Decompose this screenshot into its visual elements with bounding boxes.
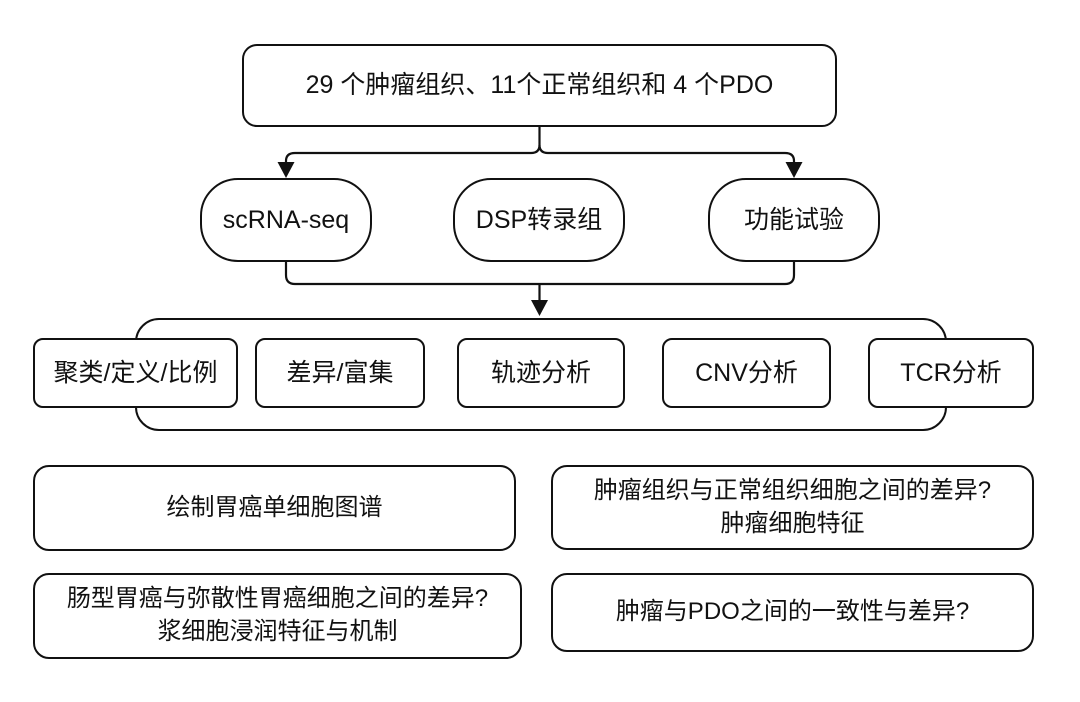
arrowhead-right-icon — [785, 162, 803, 178]
analysis-label: 差异/富集 — [286, 358, 394, 387]
method-label: scRNA-seq — [222, 205, 350, 234]
node-question-tumor-vs-normal: 肿瘤组织与正常组织细胞之间的差异? 肿瘤细胞特征 — [551, 465, 1034, 550]
node-analysis-trajectory: 轨迹分析 — [457, 338, 625, 408]
question-line: 浆细胞浸润特征与机制 — [157, 618, 398, 645]
node-method-scrna-seq: scRNA-seq — [200, 178, 372, 262]
node-analysis-clustering-definition-proportion: 聚类/定义/比例 — [33, 338, 238, 408]
node-question-gastric-cancer-atlas: 绘制胃癌单细胞图谱 — [33, 465, 516, 551]
sample-summary-label: 29 个肿瘤组织、11个正常组织和 4 个PDO — [305, 71, 774, 99]
method-label: 功能试验 — [743, 205, 844, 234]
connector-merge-bar — [284, 262, 796, 286]
connector-branch-right — [538, 144, 796, 163]
node-question-tumor-vs-pdo: 肿瘤与PDO之间的一致性与差异? — [551, 573, 1034, 652]
analysis-label: 轨迹分析 — [490, 358, 591, 387]
question-line: 肿瘤组织与正常组织细胞之间的差异? — [593, 476, 992, 504]
question-line: 绘制胃癌单细胞图谱 — [166, 493, 383, 521]
connector-branch-left — [284, 144, 541, 163]
method-label: DSP转录组 — [475, 205, 603, 234]
question-line: 肠型胃癌与弥散性胃癌细胞之间的差异? — [66, 585, 489, 613]
analysis-label: 聚类/定义/比例 — [53, 358, 218, 387]
node-method-functional-assay: 功能试验 — [708, 178, 880, 262]
node-analysis-cnv: CNV分析 — [662, 338, 831, 408]
node-method-dsp-transcriptome: DSP转录组 — [453, 178, 625, 262]
arrowhead-left-icon — [277, 162, 295, 178]
node-analysis-tcr: TCR分析 — [868, 338, 1034, 408]
analysis-label: CNV分析 — [695, 358, 798, 387]
analysis-label: TCR分析 — [900, 358, 1002, 387]
node-question-intestinal-vs-diffuse: 肠型胃癌与弥散性胃癌细胞之间的差异? 浆细胞浸润特征与机制 — [33, 573, 522, 659]
question-line: 肿瘤与PDO之间的一致性与差异? — [615, 598, 970, 626]
node-analysis-differential-enrichment: 差异/富集 — [255, 338, 425, 408]
question-line: 肿瘤细胞特征 — [720, 509, 865, 537]
node-sample-summary: 29 个肿瘤组织、11个正常组织和 4 个PDO — [242, 44, 837, 127]
arrowhead-center-icon — [531, 300, 548, 316]
